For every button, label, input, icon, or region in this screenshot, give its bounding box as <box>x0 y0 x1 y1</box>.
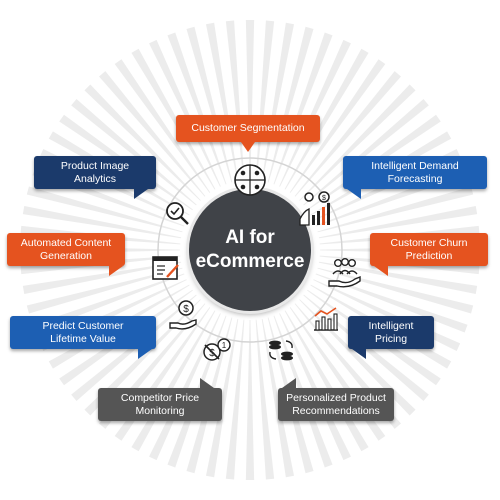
svg-text:$: $ <box>209 348 215 359</box>
background-ray <box>318 261 478 295</box>
bubble-tail <box>138 349 152 359</box>
svg-text:1: 1 <box>222 341 227 350</box>
magnifier-check-icon <box>166 202 189 225</box>
bubble-intelligent-pricing-line1: Intelligent <box>368 319 414 332</box>
center-title-line1: AI for <box>225 227 275 248</box>
bubble-predict-customer-lifetime-value: Predict Customer Lifetime Value <box>10 316 156 359</box>
bubble-competitor-price-monitoring: Competitor Price Monitoring <box>98 378 222 421</box>
hand-dollar-icon: $ <box>169 300 197 330</box>
bubble-customer-churn-prediction-line2: Prediction <box>405 249 453 262</box>
hand-people-icon <box>328 258 361 288</box>
background-ray <box>167 32 227 185</box>
bubble-tail <box>282 378 296 388</box>
background-ray <box>317 186 474 233</box>
bubble-competitor-price-monitoring-line1: Competitor Price <box>120 391 200 404</box>
bubble-tail <box>134 189 148 199</box>
background-ray <box>299 84 416 201</box>
background-ray <box>26 267 183 314</box>
bubble-customer-segmentation-label: Customer Segmentation <box>191 122 305 134</box>
background-ray <box>318 205 478 239</box>
bubble-personalized-product-recommendations-line2: Recommendations <box>292 404 380 417</box>
background-ray <box>267 26 314 183</box>
background-ray <box>205 318 239 478</box>
bubble-intelligent-demand-forecasting-line1: Intelligent Demand <box>371 159 459 172</box>
svg-text:$: $ <box>322 195 326 202</box>
background-ray <box>84 84 201 201</box>
background-ray <box>261 318 295 478</box>
bubble-tail <box>200 378 214 388</box>
svg-text:$: $ <box>183 304 189 315</box>
price-chart-icon <box>314 307 338 331</box>
bubble-predict-customer-lifetime-value-line2: Lifetime Value <box>50 332 116 345</box>
bubble-intelligent-demand-forecasting: Intelligent Demand Forecasting <box>343 156 487 199</box>
bubble-automated-content-generation-line2: Generation <box>40 249 92 262</box>
bubble-customer-segmentation: Customer Segmentation <box>176 115 320 152</box>
background-ray <box>131 48 216 190</box>
background-ray <box>99 71 206 197</box>
background-ray <box>22 205 182 239</box>
bubble-personalized-product-recommendations: Personalized Product Recommendations <box>278 378 394 421</box>
background-ray <box>245 319 255 480</box>
bubble-product-image-analytics: Product Image Analytics <box>34 156 156 199</box>
bubble-tail <box>352 349 366 359</box>
bubble-intelligent-demand-forecasting-line2: Forecasting <box>387 172 443 185</box>
background-ray <box>225 20 245 181</box>
background-ray <box>294 71 401 197</box>
bubble-customer-churn-prediction-line1: Customer Churn <box>390 236 468 249</box>
bubble-product-image-analytics-line1: Product Image <box>60 159 130 172</box>
background-ray <box>71 99 197 206</box>
background-ray <box>289 59 386 193</box>
background-ray <box>26 186 183 233</box>
background-ray <box>273 32 333 185</box>
background-ray <box>186 26 233 183</box>
bubble-predict-customer-lifetime-value-line1: Predict Customer <box>42 319 124 332</box>
background-ray <box>149 39 221 187</box>
center-title-line2: eCommerce <box>195 251 305 272</box>
orbit-ring <box>157 157 343 343</box>
bubble-intelligent-pricing: Intelligent Pricing <box>348 316 434 359</box>
people-growth-chart-icon: $ <box>299 191 330 226</box>
background-ray <box>279 313 351 461</box>
background-ray <box>284 48 369 190</box>
bubble-product-image-analytics-line2: Analytics <box>73 172 116 185</box>
background-ray <box>114 59 211 193</box>
bubble-customer-churn-prediction: Customer Churn Prediction <box>370 233 488 276</box>
bubble-personalized-product-recommendations-line1: Personalized Product <box>286 391 386 404</box>
document-pencil-icon <box>152 256 179 280</box>
bubble-tail <box>109 266 123 276</box>
no-dollar-icon: $ 1 <box>203 338 231 361</box>
background-ray <box>245 20 255 181</box>
segmentation-icon <box>234 164 266 196</box>
bubble-tail <box>374 266 388 276</box>
bubble-competitor-price-monitoring-line2: Monitoring <box>135 404 185 417</box>
background-ray <box>279 39 351 187</box>
coins-cycle-icon <box>269 340 293 361</box>
background-ray <box>303 99 429 206</box>
background-ray <box>255 20 275 181</box>
background-ray <box>149 313 221 461</box>
bubble-automated-content-generation: Automated Content Generation <box>7 233 125 276</box>
background-ray <box>22 261 182 295</box>
bubble-automated-content-generation-line1: Automated Content <box>20 236 112 249</box>
background-ray <box>225 319 245 480</box>
bubble-tail <box>241 142 255 152</box>
bubble-intelligent-pricing-line2: Pricing <box>374 332 408 345</box>
bubble-tail <box>347 189 361 199</box>
background-ray <box>255 319 275 480</box>
center-hub: AI for eCommerce <box>189 189 311 311</box>
